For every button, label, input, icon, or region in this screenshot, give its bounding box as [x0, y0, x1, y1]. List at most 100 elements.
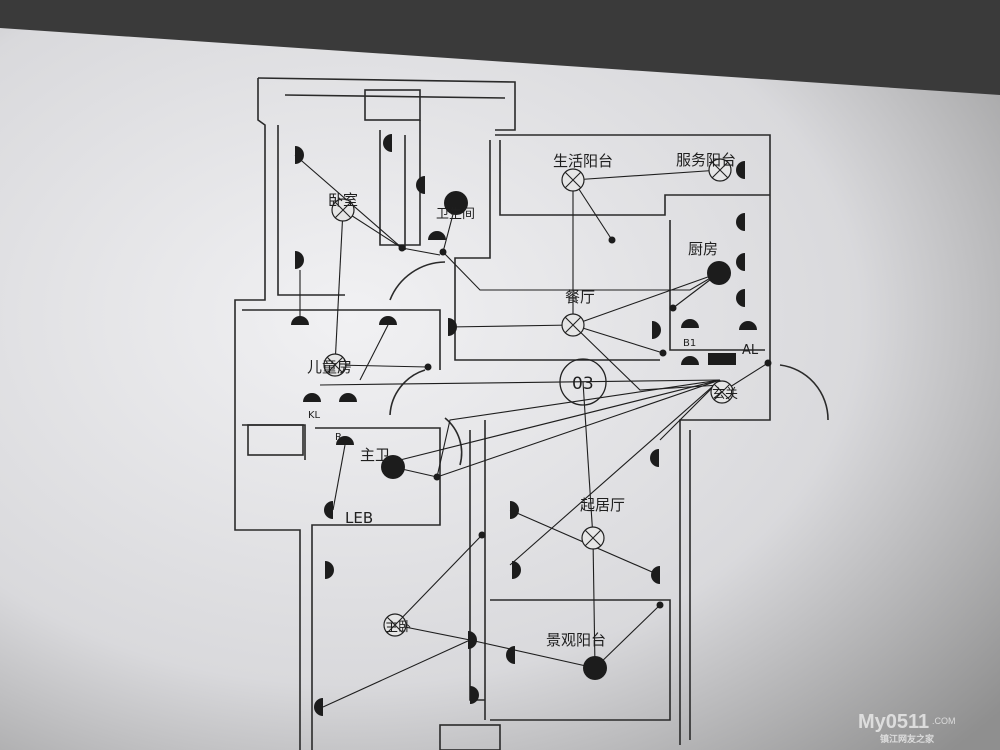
ceiling-lamp-icon — [561, 168, 585, 192]
paper-sheet — [0, 28, 1000, 750]
wire — [442, 251, 720, 291]
wall-lamp-icon — [303, 393, 321, 402]
wall-lamp-icon — [295, 146, 304, 164]
wall-lamp-icon — [470, 686, 479, 704]
wire — [572, 324, 664, 354]
label-living-room: 起居厅 — [580, 496, 625, 514]
downlight-icon — [444, 191, 468, 215]
wall-lamp-icon — [448, 318, 457, 336]
wire — [394, 624, 471, 641]
ceiling-lamp-icon — [383, 613, 407, 637]
wiring — [294, 154, 769, 708]
label-dining: 餐厅 — [565, 288, 595, 306]
wire — [447, 324, 574, 328]
label-bathroom: 卫生间 — [436, 207, 475, 222]
label-kitchen: 厨房 — [688, 240, 718, 258]
label-service-balcony: 服务阳台 — [676, 151, 736, 169]
label-bedroom: 卧室 — [328, 191, 358, 209]
wall-lamp-icon — [652, 321, 661, 339]
wall-lamp-icon — [291, 316, 309, 325]
label-kids-room: 儿童房 — [307, 358, 352, 376]
wall-lamp-icon — [736, 213, 745, 231]
wire — [582, 381, 594, 539]
wall-lamp-icon — [325, 561, 334, 579]
wire — [469, 639, 596, 669]
fixtures — [291, 134, 772, 716]
wire — [592, 537, 596, 669]
switch-dot-icon — [439, 248, 447, 256]
wire — [399, 379, 721, 461]
label-leb: LEB — [345, 509, 373, 527]
label-master-bath: 主卫 — [360, 446, 390, 464]
wall-lamp-icon — [736, 289, 745, 307]
wire — [322, 639, 471, 708]
wall-lamp-icon — [383, 134, 392, 152]
wire — [572, 179, 613, 241]
label-kl: KL — [308, 410, 321, 421]
watermark-subtitle: 镇江网友之家 — [880, 733, 935, 744]
ceiling-lamp-icon — [323, 353, 347, 377]
switch-dot-icon — [659, 349, 667, 357]
wall-lamp-icon — [681, 356, 699, 365]
watermark-domain: .COM — [932, 716, 956, 726]
wire — [342, 209, 403, 249]
label-entrance: 玄关 — [712, 387, 738, 402]
watermark: My0511 .COM 镇江网友之家 — [858, 711, 956, 744]
switch-dot-icon — [656, 601, 664, 609]
switch-dot-icon — [478, 531, 486, 539]
unit-number-circle — [559, 358, 607, 406]
switch-dot-icon — [608, 236, 616, 244]
wall-lamp-icon — [651, 566, 660, 584]
wall-lamp-icon — [736, 253, 745, 271]
wire — [319, 379, 721, 386]
wire — [572, 272, 720, 326]
label-master-bedroom: 主卧 — [385, 620, 411, 635]
wall-lamp-icon — [468, 631, 477, 649]
wire — [659, 379, 721, 441]
wall-lamp-icon — [295, 251, 304, 269]
wall-lamp-icon — [739, 321, 757, 330]
downlight-icon — [707, 261, 731, 285]
wall-lamp-icon — [314, 698, 323, 716]
watermark-brand: My0511 — [858, 711, 929, 733]
label-b1: B1 — [683, 338, 696, 349]
wall-lamp-icon — [379, 316, 397, 325]
wire — [509, 379, 721, 566]
wall-lamp-icon — [510, 501, 519, 519]
ceiling-lamp-icon — [581, 526, 605, 550]
wire — [359, 324, 389, 381]
distribution-box-icon — [708, 353, 736, 365]
wire — [436, 379, 721, 478]
wall-lamp-icon — [416, 176, 425, 194]
ceiling-lamp-icon — [708, 158, 732, 182]
label-al: AL — [742, 343, 759, 358]
wall-lamp-icon — [336, 436, 354, 445]
switch-dot-icon — [398, 244, 406, 252]
switch-dot-icon — [669, 304, 677, 312]
wall-lamp-icon — [650, 449, 659, 467]
wire — [594, 604, 661, 669]
ceiling-lamp-icon — [561, 313, 585, 337]
wire — [572, 169, 721, 181]
downlight-icon — [381, 455, 405, 479]
switch-dot-icon — [433, 473, 441, 481]
ceiling-lamp-icon — [710, 380, 734, 404]
wall-lamp-icon — [681, 319, 699, 328]
wire — [436, 379, 721, 478]
label-view-balcony: 景观阳台 — [546, 631, 606, 649]
wire — [401, 247, 441, 256]
wire — [334, 209, 344, 366]
wire — [334, 364, 429, 368]
wire — [394, 534, 483, 626]
downlight-icon — [583, 656, 607, 680]
label-utility-balcony: 生活阳台 — [553, 152, 613, 170]
wire — [332, 444, 346, 511]
wall-lamp-icon — [428, 231, 446, 240]
room-labels: 卧室 卫生间 生活阳台 服务阳台 厨房 餐厅 儿童房 玄关 主卫 LEB 起居厅… — [307, 151, 759, 649]
wall-lamp-icon — [324, 501, 333, 519]
unit-number: 03 — [572, 374, 594, 394]
wall-lamp-icon — [339, 393, 357, 402]
wall-lamp-icon — [512, 561, 521, 579]
